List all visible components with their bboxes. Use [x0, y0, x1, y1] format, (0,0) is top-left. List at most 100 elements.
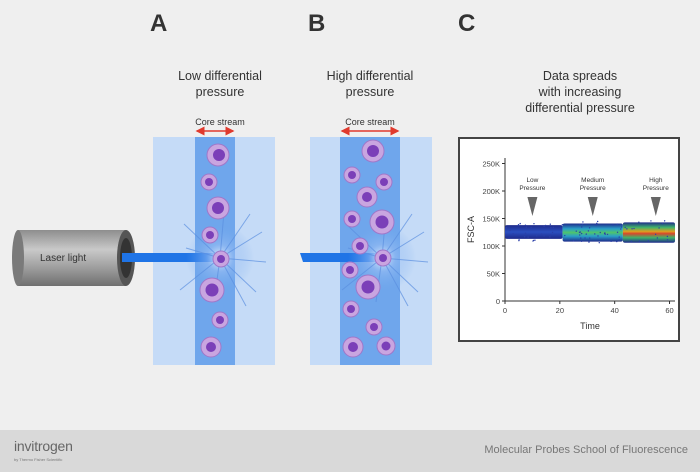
scatter-point — [532, 240, 534, 242]
panel-a-caption-line2: pressure — [195, 85, 245, 99]
scatter-point — [631, 228, 633, 230]
laser-label: Laser light — [40, 253, 87, 264]
annotation-label-line2: Pressure — [519, 185, 545, 192]
cell — [342, 300, 360, 318]
scatter-region — [562, 223, 623, 242]
scatter-point — [543, 225, 545, 228]
laser-beam-a — [122, 253, 220, 262]
cell — [342, 336, 364, 358]
scatter-point — [597, 235, 599, 237]
x-tick-label: 40 — [611, 306, 619, 315]
scatter-point — [535, 234, 538, 237]
footer: invitrogen by Thermo Fisher Scientific M… — [0, 430, 700, 472]
cell — [374, 249, 392, 267]
scatter-point — [638, 221, 640, 223]
scatter-point — [508, 237, 510, 240]
cell — [201, 226, 219, 244]
scatter-point — [550, 226, 552, 229]
y-tick-label: 250K — [482, 160, 500, 169]
cell — [206, 143, 230, 167]
panel-a-letter: A — [150, 10, 168, 37]
scatter-point — [616, 223, 618, 225]
scatter-point — [515, 234, 517, 236]
scatter-point — [610, 240, 612, 243]
brand-logo: invitrogen — [14, 438, 73, 454]
cell — [341, 261, 359, 279]
panel-c-letter: C — [458, 10, 476, 37]
scatter-point — [588, 241, 590, 243]
annotation-label-line1: High — [649, 177, 663, 184]
scatter-point — [525, 226, 527, 228]
y-tick-label: 100K — [482, 242, 500, 251]
scatter-point — [666, 235, 669, 238]
x-tick-label: 60 — [665, 306, 673, 315]
scatter-point — [585, 233, 587, 235]
panel-b-cells — [341, 139, 396, 358]
scatter-point — [534, 239, 536, 241]
scatter-point — [658, 227, 660, 229]
scatter-point — [596, 220, 599, 223]
panel-a-caption: Low differential pressure — [145, 68, 295, 100]
scatter-point — [630, 240, 633, 242]
scatter-point — [656, 237, 659, 239]
scatter-point — [505, 227, 508, 229]
scatter-point — [580, 237, 582, 239]
scatter-point — [587, 230, 590, 232]
scatter-point — [647, 240, 650, 242]
cell — [343, 166, 361, 184]
scatter-point — [589, 237, 591, 239]
scatter-point — [530, 226, 532, 229]
scatter-point — [661, 222, 664, 225]
panel-b-caption-line2: pressure — [345, 85, 395, 99]
cell — [355, 274, 381, 300]
y-axis-label: FSC-A — [466, 216, 476, 243]
panel-c-caption-line2: with increasing — [538, 85, 622, 99]
scatter-region — [505, 225, 563, 239]
scatter-point — [518, 239, 520, 241]
y-tick-label: 150K — [482, 215, 500, 224]
panel-c-caption-line1: Data spreads — [542, 69, 618, 83]
scatter-point — [616, 240, 618, 243]
x-axis-label: Time — [580, 321, 600, 331]
scatter-point — [552, 226, 555, 228]
scatter-region — [622, 222, 675, 243]
scatter-point — [633, 227, 635, 230]
y-tick-label: 0 — [496, 297, 500, 306]
cell — [200, 173, 218, 191]
scatter-point — [549, 234, 552, 236]
cell — [200, 336, 222, 358]
scatter-point — [527, 236, 529, 238]
panel-b-caption-line1: High differential — [326, 69, 414, 83]
scatter-point — [581, 226, 583, 228]
scatter-point — [509, 229, 511, 232]
scatter-point — [512, 233, 514, 235]
scatter-point — [594, 233, 596, 235]
scatter-point — [595, 224, 598, 226]
scatter-point — [549, 223, 552, 225]
scatter-point — [544, 224, 547, 227]
annotation-arrow — [527, 197, 538, 216]
x-tick-label: 0 — [503, 306, 507, 315]
scatter-point — [575, 230, 577, 232]
brand-subtitle: by Thermo Fisher Scientific — [14, 457, 63, 462]
scatter-point — [654, 233, 657, 235]
scatter-point — [519, 222, 521, 225]
scatter-point — [618, 236, 620, 238]
annotation-label-line2: Pressure — [580, 185, 606, 192]
scatter-point — [523, 236, 526, 238]
panel-b-core-label: Core stream — [345, 117, 395, 127]
cell — [375, 173, 393, 191]
annotation-label-line1: Low — [526, 177, 538, 184]
scatter-point — [584, 237, 586, 239]
cell — [206, 196, 230, 220]
scatter-point — [606, 233, 609, 236]
panel-a-cells — [199, 143, 230, 358]
scatter-point — [582, 221, 584, 223]
annotation-label-line2: Pressure — [643, 185, 669, 192]
scatter-point — [588, 227, 591, 229]
scatter-point — [598, 242, 600, 244]
scatter-point — [517, 224, 519, 227]
panel-c-caption-line3: differential pressure — [525, 101, 635, 115]
scatter-point — [559, 234, 561, 236]
